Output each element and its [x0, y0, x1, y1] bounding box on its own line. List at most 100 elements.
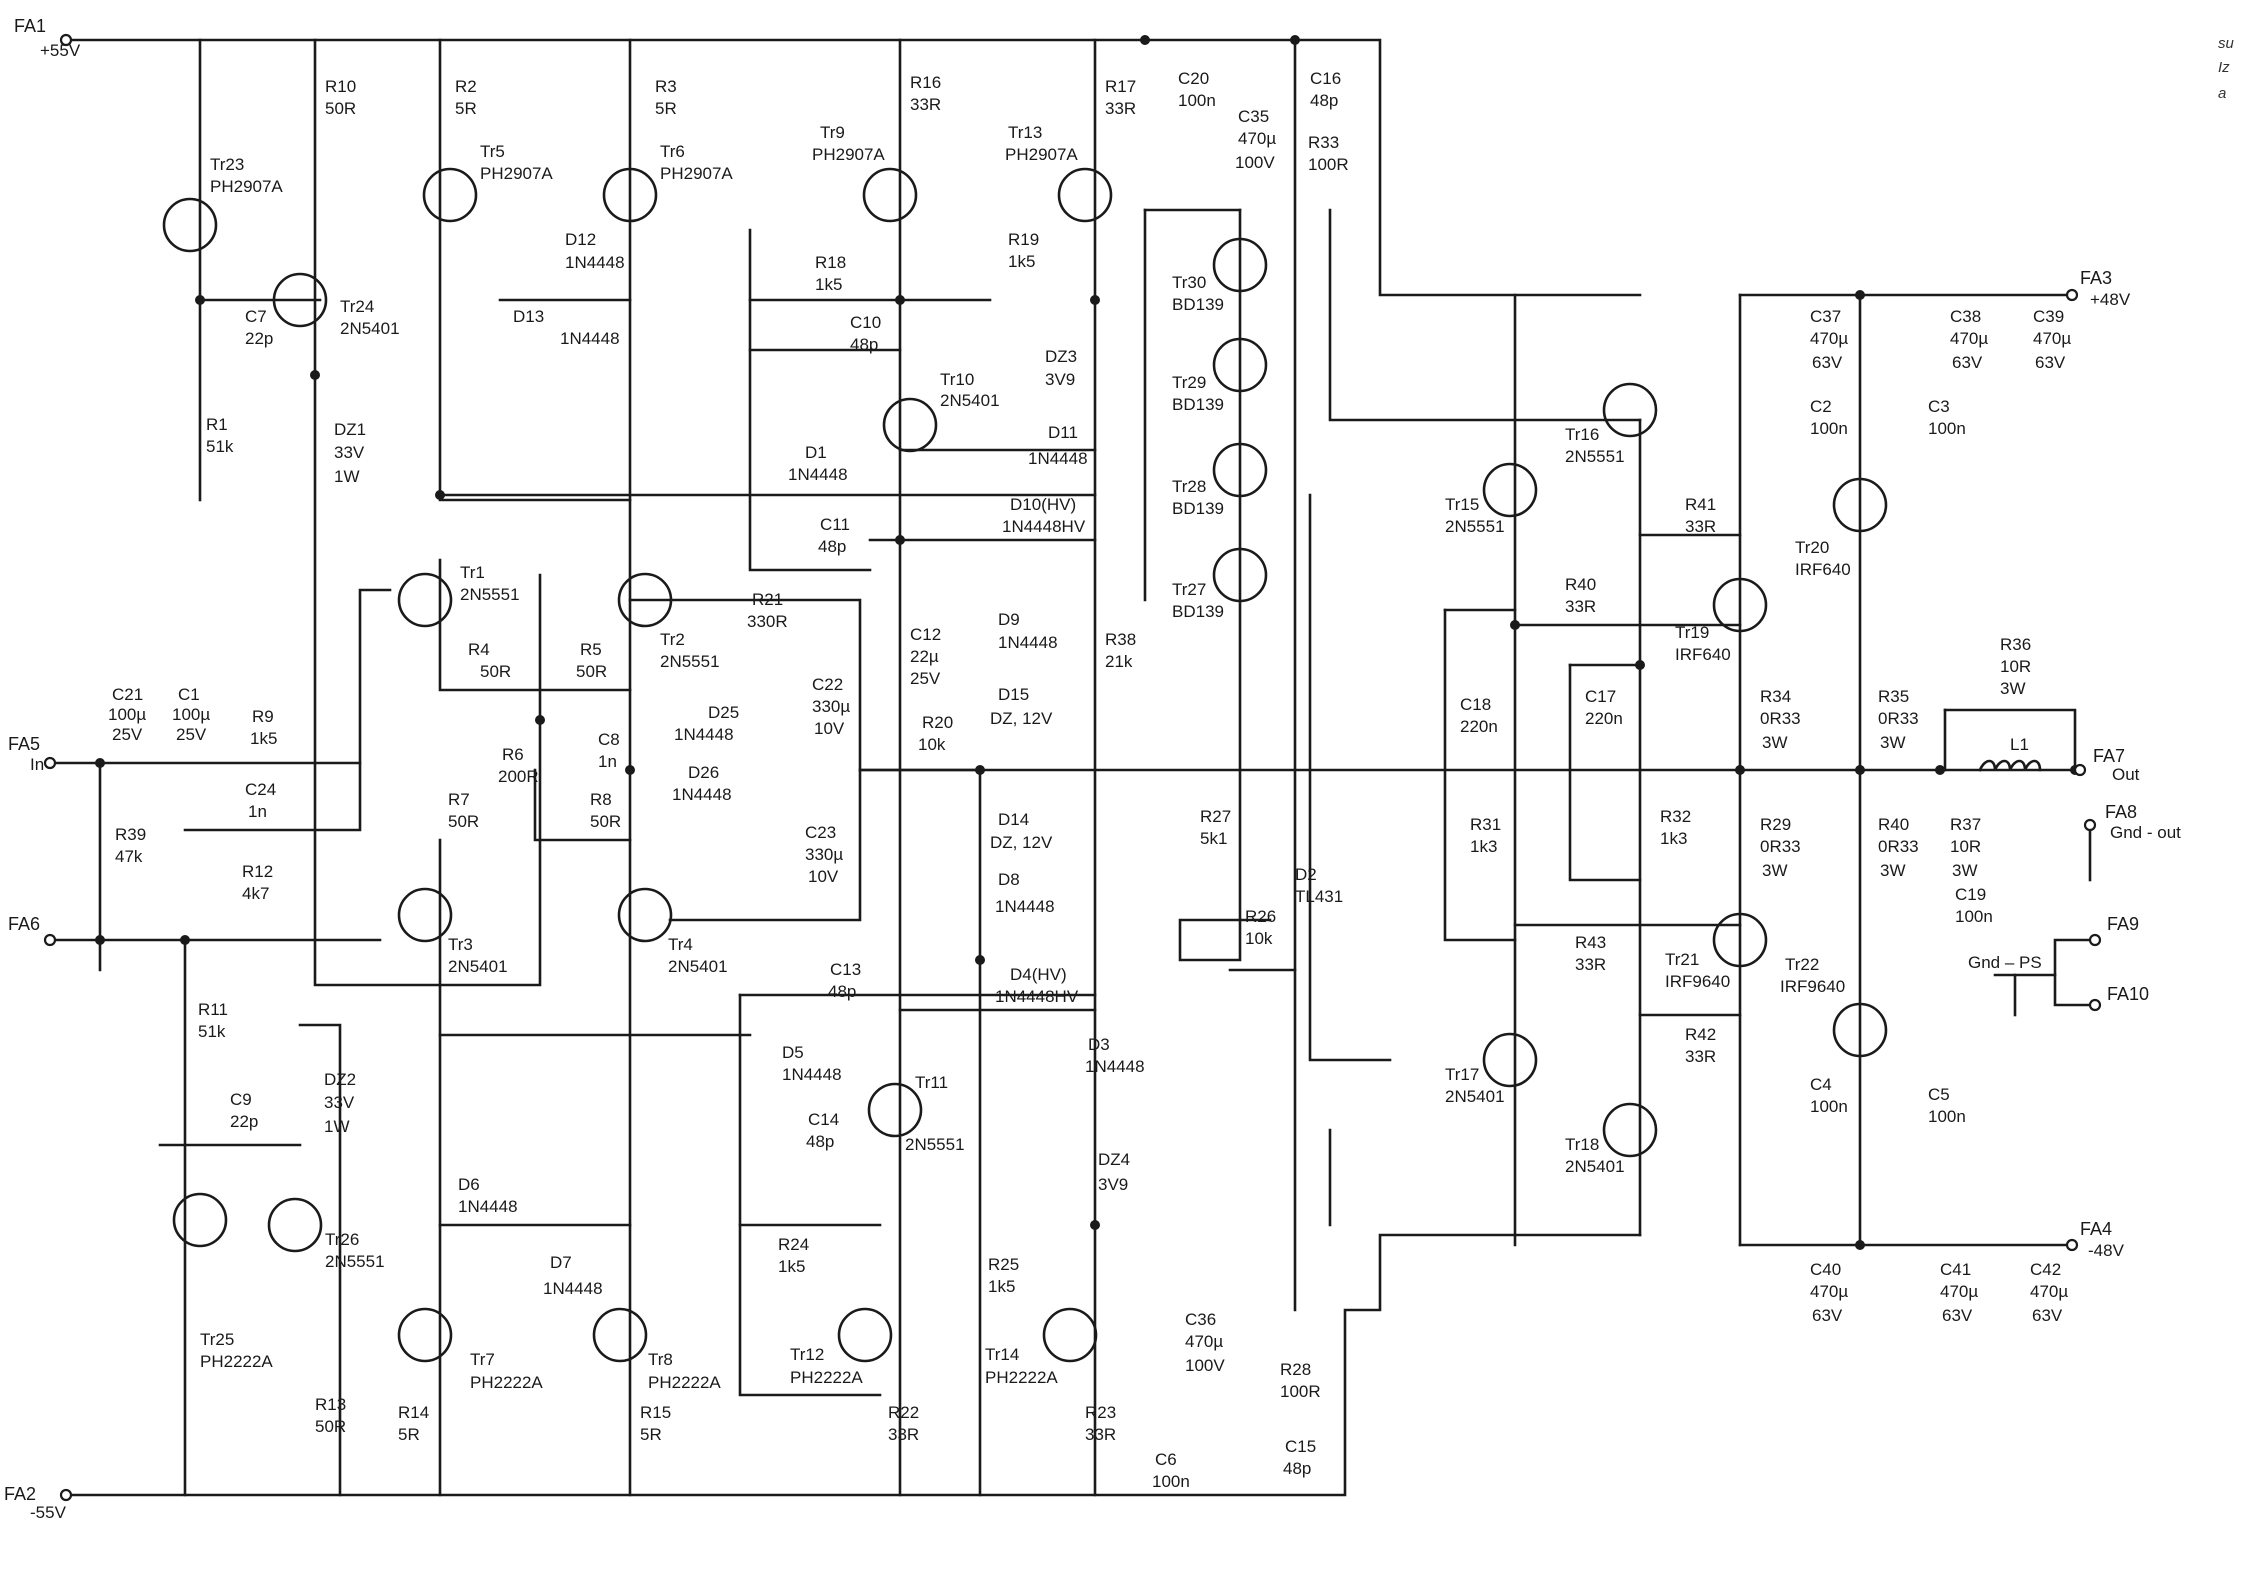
- c19-value: 100n: [1955, 907, 1993, 926]
- tr22-part: IRF9640: [1780, 977, 1845, 996]
- d8-part: 1N4448: [995, 897, 1055, 916]
- c36-value: 470µ: [1185, 1332, 1223, 1351]
- r1-value: 51k: [206, 437, 234, 456]
- terminal-fa2-voltage: -55V: [30, 1503, 67, 1522]
- tr30-ref: Tr30: [1172, 273, 1206, 292]
- transistor-symbol: [397, 572, 453, 628]
- d4-part: 1N4448HV: [995, 987, 1079, 1006]
- c17-value: 220n: [1585, 709, 1623, 728]
- d26-part: 1N4448: [672, 785, 732, 804]
- r2-value: 5R: [455, 99, 477, 118]
- r36-extra: 3W: [2000, 679, 2026, 698]
- r1-ref: R1: [206, 415, 228, 434]
- tr9-part: PH2907A: [812, 145, 885, 164]
- terminal-fa3-voltage: +48V: [2090, 290, 2131, 309]
- c23-ref: C23: [805, 823, 836, 842]
- c14-value: 48p: [806, 1132, 834, 1151]
- tr17-ref: Tr17: [1445, 1065, 1479, 1084]
- tr14-part: PH2222A: [985, 1368, 1058, 1387]
- c38-ref: C38: [1950, 307, 1981, 326]
- r39-value: 47k: [115, 847, 143, 866]
- transistor-symbol: [1212, 237, 1268, 293]
- tr5-ref: Tr5: [480, 142, 505, 161]
- c6-ref: C6: [1155, 1450, 1177, 1469]
- r20-ref: R20: [922, 713, 953, 732]
- transistor-symbol: [397, 887, 453, 943]
- c42-ref: C42: [2030, 1260, 2061, 1279]
- tr2-ref: Tr2: [660, 630, 685, 649]
- r38-ref: R38: [1105, 630, 1136, 649]
- c42-extra: 63V: [2032, 1306, 2063, 1325]
- tr12-part: PH2222A: [790, 1368, 863, 1387]
- dz4-part: 3V9: [1098, 1175, 1128, 1194]
- transistor-symbol: [1602, 1102, 1658, 1158]
- r12-value: 4k7: [242, 884, 269, 903]
- tr21-ref: Tr21: [1665, 950, 1699, 969]
- r7-value: 50R: [448, 812, 479, 831]
- c8-value: 1n: [598, 752, 617, 771]
- c1-value: 100µ: [172, 705, 210, 724]
- d15-ref: D15: [998, 685, 1029, 704]
- transistor-labels: Tr1 2N5551 Tr2 2N5551 Tr3 2N5401 Tr4 2N5…: [200, 123, 1851, 1392]
- r28-ref: R28: [1280, 1360, 1311, 1379]
- c2-ref: C2: [1810, 397, 1832, 416]
- r17-ref: R17: [1105, 77, 1136, 96]
- c18-value: 220n: [1460, 717, 1498, 736]
- r18-value: 1k5: [815, 275, 842, 294]
- tr1-part: 2N5551: [460, 585, 520, 604]
- c23-extra: 10V: [808, 867, 839, 886]
- c15-ref: C15: [1285, 1437, 1316, 1456]
- terminal-pin-fa10: [2088, 998, 2102, 1012]
- tr26-part: 2N5551: [325, 1252, 385, 1271]
- tr6-ref: Tr6: [660, 142, 685, 161]
- tr16-ref: Tr16: [1565, 425, 1599, 444]
- r26-value: 10k: [1245, 929, 1273, 948]
- tr19-ref: Tr19: [1675, 623, 1709, 642]
- terminal-pin-fa9: [2088, 933, 2102, 947]
- tr25-ref: Tr25: [200, 1330, 234, 1349]
- d5-ref: D5: [782, 1043, 804, 1062]
- terminal-fa2-name: FA2: [4, 1484, 36, 1504]
- r6-ref: R6: [502, 745, 524, 764]
- side-text-2: Iz: [2218, 59, 2230, 76]
- l1-ref: L1: [2010, 735, 2029, 754]
- r11-ref: R11: [198, 1000, 228, 1019]
- c40-extra: 63V: [1812, 1306, 1843, 1325]
- c4-value: 100n: [1810, 1097, 1848, 1116]
- tr8-ref: Tr8: [648, 1350, 673, 1369]
- d13-ref: D13: [513, 307, 544, 326]
- terminal-fa1-voltage: +55V: [40, 41, 81, 60]
- terminal-fa5-sub: In: [30, 755, 44, 774]
- c37-extra: 63V: [1812, 353, 1843, 372]
- r32-ref: R32: [1660, 807, 1691, 826]
- c41-ref: C41: [1940, 1260, 1971, 1279]
- tr27-ref: Tr27: [1172, 580, 1206, 599]
- transistor-symbol: [272, 272, 328, 328]
- tr10-ref: Tr10: [940, 370, 974, 389]
- tr23-part: PH2907A: [210, 177, 283, 196]
- transistor-symbol: [1042, 1307, 1098, 1363]
- r3-ref: R3: [655, 77, 677, 96]
- tr15-part: 2N5551: [1445, 517, 1505, 536]
- r31-ref: R31: [1470, 815, 1501, 834]
- r42-ref: R42: [1685, 1025, 1716, 1044]
- c22-ref: C22: [812, 675, 843, 694]
- terminal-fa10-name: FA10: [2107, 984, 2149, 1004]
- d25-ref: D25: [708, 703, 739, 722]
- c3-ref: C3: [1928, 397, 1950, 416]
- r23-value: 33R: [1085, 1425, 1116, 1444]
- c40-value: 470µ: [1810, 1282, 1848, 1301]
- d1-part: 1N4448: [788, 465, 848, 484]
- tr21-part: IRF9640: [1665, 972, 1730, 991]
- r41-ref: R41: [1685, 495, 1716, 514]
- c1-ref: C1: [178, 685, 200, 704]
- r30-ref: R40: [1878, 815, 1909, 834]
- terminal-pin-fa6: [43, 933, 57, 947]
- r10-value: 50R: [325, 99, 356, 118]
- r10-ref: R10: [325, 77, 356, 96]
- transistor-symbol: [422, 167, 478, 223]
- r8-value: 50R: [590, 812, 621, 831]
- c13-value: 48p: [828, 982, 856, 1001]
- c2-value: 100n: [1810, 419, 1848, 438]
- tr18-ref: Tr18: [1565, 1135, 1599, 1154]
